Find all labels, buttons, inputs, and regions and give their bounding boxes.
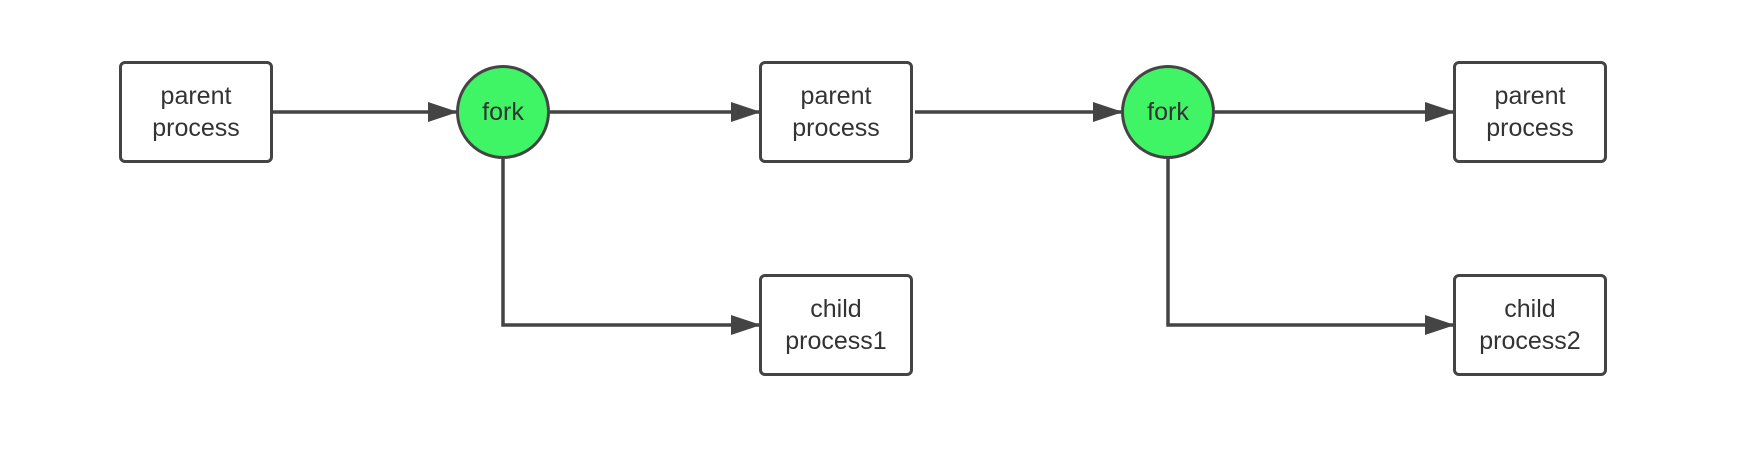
fork-label-2: fork [1147,97,1189,126]
fork-node-2: fork [1121,65,1215,159]
child-process-label-2: child process2 [1479,295,1581,355]
fork-label-1: fork [482,97,524,126]
parent-process-label-1: parent process [152,82,240,142]
edge-fork1-to-child1 [501,159,761,335]
parent-process-node-3: parent process [1453,61,1607,163]
parent-process-label-2: parent process [792,82,880,142]
parent-process-node-2: parent process [759,61,913,163]
child-process-label-1: child process1 [785,295,887,355]
edge-fork2-to-child2 [1166,159,1455,335]
child-process-node-1: child process1 [759,274,913,376]
parent-process-label-3: parent process [1486,82,1574,142]
fork-node-1: fork [456,65,550,159]
child-process-node-2: child process2 [1453,274,1607,376]
parent-process-node-1: parent process [119,61,273,163]
